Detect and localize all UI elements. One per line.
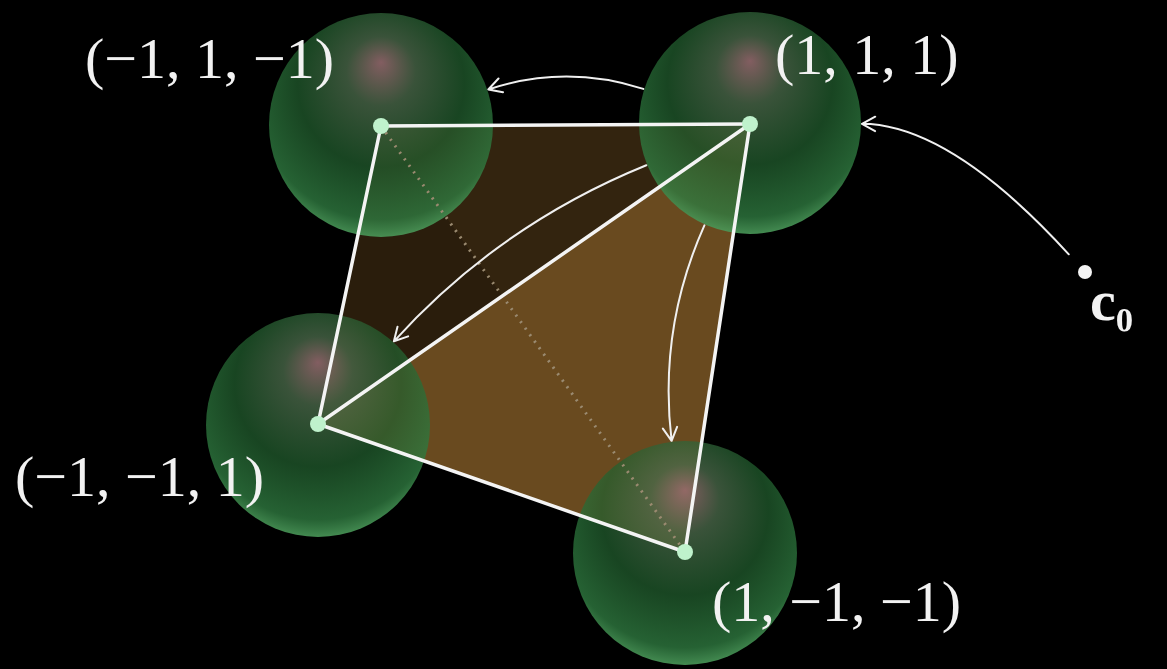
start-point: c₀ [1075,262,1095,282]
vertex-dot [677,544,693,560]
point-label: c₀ [1090,272,1133,330]
vertex-label: (1, 1, 1) [775,26,959,84]
sphere-body [573,441,797,665]
vertex-label: (−1, 1, −1) [85,30,334,88]
vertex-label: (−1, −1, 1) [15,448,264,506]
vertex-label: (1, −1, −1) [712,573,961,631]
vertex-dot [310,416,326,432]
curved-arrow [488,77,643,93]
point-dot [1078,265,1092,279]
vertex-dot [373,118,389,134]
vertex-dot [742,116,758,132]
tetra-edge [381,124,750,126]
curved-arrow [862,117,1069,255]
curved-arrow [663,225,705,440]
